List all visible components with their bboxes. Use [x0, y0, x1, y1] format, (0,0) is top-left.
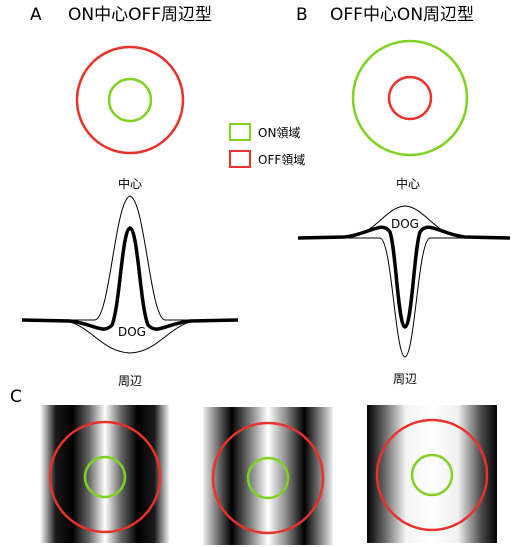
legend: ON領域 OFF領域: [229, 123, 305, 168]
grating-2-surround-circle: [211, 421, 325, 535]
panel-a-title: ON中心OFF周辺型: [68, 5, 212, 25]
grating-2-image: [203, 407, 333, 545]
panel-b-title: OFF中心ON周辺型: [330, 5, 474, 25]
panel-c-letter: C: [10, 387, 22, 407]
panel-c-grating-1: [40, 405, 170, 543]
grating-1-image: [40, 405, 170, 543]
panel-b-center-circle: [387, 75, 433, 121]
panel-a-center-gaussian: [22, 195, 238, 321]
panel-a-dog-label: DOG: [118, 325, 146, 339]
panel-b-surround-circle: [351, 39, 469, 157]
panel-a-surround-circle: [75, 45, 185, 155]
panel-a-profiles: DOG: [21, 195, 239, 354]
legend-off-swatch: [229, 150, 251, 168]
panel-b-letter: B: [296, 5, 308, 25]
legend-on-swatch: [229, 123, 251, 141]
grating-1-surround-circle: [48, 420, 162, 534]
grating-2-center-circle: [246, 456, 290, 500]
panel-b-center-label: 中心: [396, 176, 420, 191]
panel-b-dog-curve: [297, 225, 511, 329]
grating-1-center-circle: [83, 455, 127, 499]
panel-a-dog-curve: [21, 226, 239, 331]
panel-a-center-circle: [107, 77, 153, 123]
panel-b-center-gaussian: [298, 237, 510, 358]
panel-b-dog-label: DOG: [391, 217, 419, 231]
panel-b-profiles: DOG: [297, 205, 511, 358]
legend-on-label: ON領域: [258, 125, 300, 140]
panel-b-surround-label: 周辺: [393, 372, 417, 386]
grating-3-image: [367, 405, 497, 543]
grating-3-surround-circle: [375, 418, 489, 532]
panel-a-letter: A: [30, 5, 42, 25]
grating-3-center-circle: [410, 453, 454, 497]
panel-c-grating-3: [367, 405, 497, 543]
panel-a-receptive-field: [75, 45, 185, 155]
panel-a-center-label: 中心: [118, 176, 142, 191]
legend-off-label: OFF領域: [258, 152, 305, 167]
panel-b-receptive-field: [351, 39, 469, 157]
panel-a-surround-label: 周辺: [118, 374, 142, 388]
panel-a-surround-gaussian: [22, 319, 238, 354]
panel-c-grating-2: [203, 407, 333, 545]
